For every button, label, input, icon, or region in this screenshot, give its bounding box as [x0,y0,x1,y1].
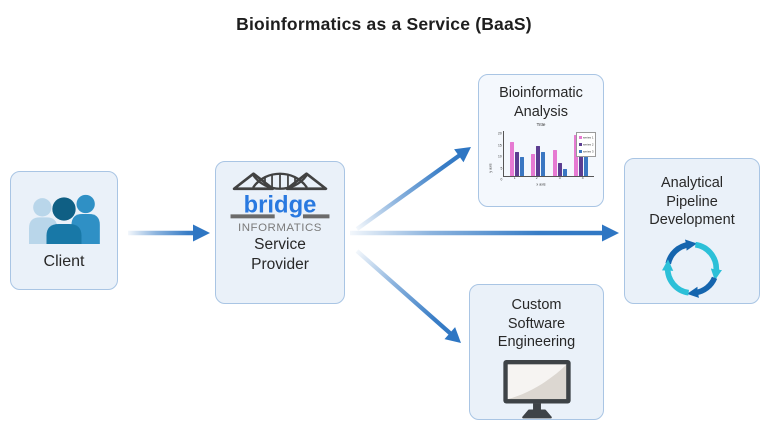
bridge-informatics-logo: bridge INFORMATICS [230,172,330,234]
arrow-provider-to-software [355,249,461,343]
bar [541,151,546,177]
diagram-title: Bioinformatics as a Service (BaaS) [236,14,532,34]
chart-ylabel: y axis [489,163,493,173]
logo-subtitle: INFORMATICS [238,222,322,234]
cycle-arrows-icon [661,239,722,298]
dna-bridge-icon [232,172,328,191]
pipeline-label: Analytical Pipeline Development [649,175,735,229]
chart-xlabel: x axis [536,183,546,187]
bar [562,168,567,177]
arrow-provider-to-pipeline [350,224,619,242]
bar [557,162,562,177]
bar [536,146,541,177]
node-service-provider: bridge INFORMATICS Service Provider [215,161,345,304]
provider-label: Service Provider [251,236,309,273]
bar [579,155,584,177]
node-analytical-pipeline: Analytical Pipeline Development [624,158,760,304]
node-custom-software: Custom Software Engineering [469,284,604,420]
bar [552,149,557,177]
arrow-provider-to-analysis [355,147,471,231]
people-group-icon [29,194,100,244]
logo-underline-left [230,214,275,219]
bar [514,151,519,177]
bar-group [509,131,524,177]
chart-title: Title [536,123,546,128]
client-label: Client [43,252,85,270]
monitor-icon [502,359,571,419]
bar [531,153,536,177]
bar [509,142,514,177]
node-client: Client [10,171,118,290]
software-label: Custom Software Engineering [497,297,576,351]
bar-group [552,131,567,177]
person-center [46,197,82,244]
arrow-client-to-provider [128,224,210,242]
bar-group [531,131,546,177]
bar [584,147,589,177]
logo-word: bridge [244,192,317,219]
bar [519,157,524,177]
logo-underline-right [302,214,330,219]
analysis-label: Bioinformatic Analysis [499,85,583,120]
chart-plot-area [503,131,594,178]
